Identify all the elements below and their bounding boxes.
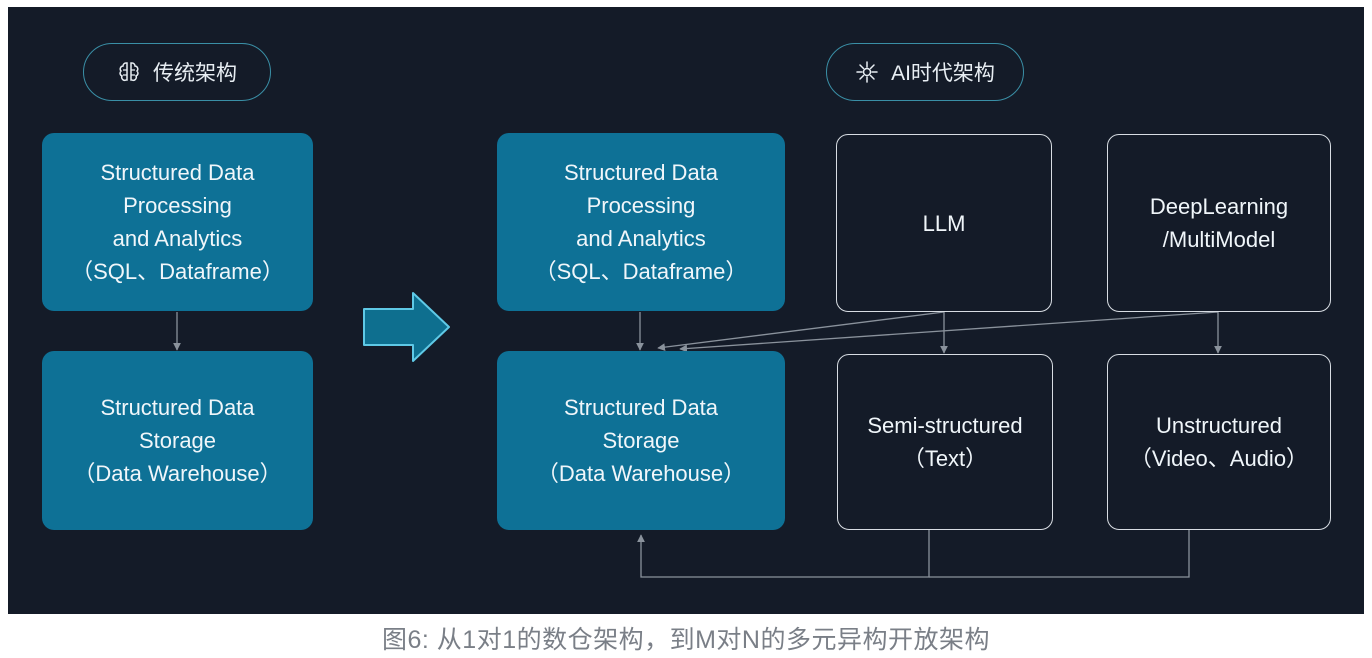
semi-structured-box: Semi-structured （Text） [837,354,1053,530]
ai-architecture-header: AI时代架构 [826,43,1024,101]
left-processing-line-2: Processing [123,193,232,218]
unstructured-line-2: （Video、Audio） [1129,446,1309,471]
traditional-architecture-header: 传统架构 [83,43,271,101]
unstructured-line-1: Unstructured [1156,413,1282,438]
left-processing-line-3: and Analytics [112,226,243,251]
semi-structured-line-1: Semi-structured [867,413,1023,438]
ai-architecture-title: AI时代架构 [891,62,995,85]
right-processing-line-3: and Analytics [576,226,706,251]
llm-box: LLM [836,134,1052,312]
right-processing-line-4: （SQL、Dataframe） [534,259,748,284]
traditional-architecture-title: 传统架构 [153,62,237,85]
left-storage-box: Structured Data Storage （Data Warehouse） [42,351,313,530]
figure-caption: 图6: 从1对1的数仓架构，到M对N的多元异构开放架构 [382,626,990,654]
left-storage-line-1: Structured Data [100,395,255,420]
semi-to-storage-bracket [637,530,930,578]
left-processing-line-1: Structured Data [100,160,255,185]
left-storage-line-3: （Data Warehouse） [73,461,282,486]
deeplearning-line-2: /MultiModel [1162,227,1276,252]
llm-to-storage-line [657,311,945,351]
right-storage-line-2: Storage [602,428,680,453]
llm-label: LLM [922,210,966,236]
brain-icon [117,60,141,84]
unstructured-box: Unstructured （Video、Audio） [1107,354,1331,530]
arrow-right-icon [363,292,450,362]
left-storage-line-2: Storage [138,428,217,453]
dl-to-storage-line [679,311,1219,353]
semi-structured-line-2: （Text） [902,446,988,471]
sparkle-icon [855,60,879,84]
right-storage-line-3: （Data Warehouse） [536,461,746,486]
right-processing-line-1: Structured Data [563,160,719,185]
left-processing-line-4: （SQL、Dataframe） [71,259,284,284]
left-processing-box: Structured Data Processing and Analytics… [42,133,313,311]
right-processing-box: Structured Data Processing and Analytics… [497,133,785,311]
diagram-canvas: 传统架构 AI时代架构 Structured Data Processing a… [8,7,1364,614]
deeplearning-box: DeepLearning /MultiModel [1107,134,1331,312]
right-storage-line-1: Structured Data [563,395,719,420]
right-processing-line-2: Processing [586,193,696,218]
deeplearning-line-1: DeepLearning [1149,194,1289,219]
unstructured-to-storage-bracket [929,530,1190,578]
right-storage-box: Structured Data Storage （Data Warehouse） [497,351,785,530]
